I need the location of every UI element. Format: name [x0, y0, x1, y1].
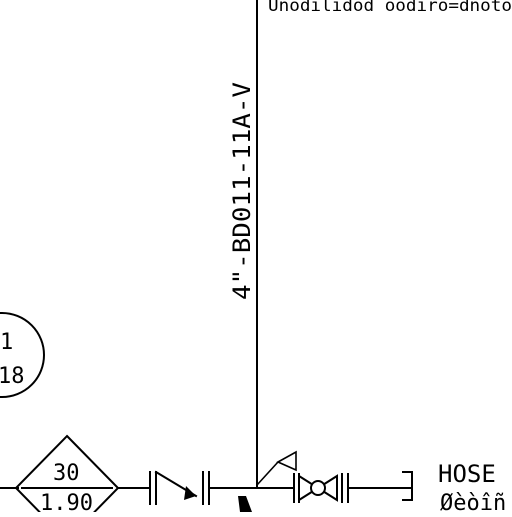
gate-valve-icon: [293, 473, 349, 503]
hose-label-line2: Øèòîñ: [440, 491, 506, 512]
check-valve-icon: [149, 470, 210, 505]
top-note: Unodilidod oodiro=dnoto: [268, 0, 512, 16]
instrument-bubble-line1: 1: [0, 330, 13, 355]
instrument-bubble: 1 18: [0, 312, 45, 398]
line-number-label: 4"-BD011-11A-V: [228, 82, 256, 300]
instrument-bubble-line2: 18: [0, 364, 25, 389]
diamond-tag: 30 1.90: [14, 434, 120, 517]
diamond-tag-top: 30: [53, 461, 80, 486]
flow-arrow-icon: [238, 496, 252, 512]
hose-label-line1: HOSE: [438, 460, 496, 488]
reducer-flag-icon: [256, 450, 297, 486]
hose-connection-icon: [402, 471, 413, 501]
diamond-tag-bottom: 1.90: [40, 491, 93, 512]
